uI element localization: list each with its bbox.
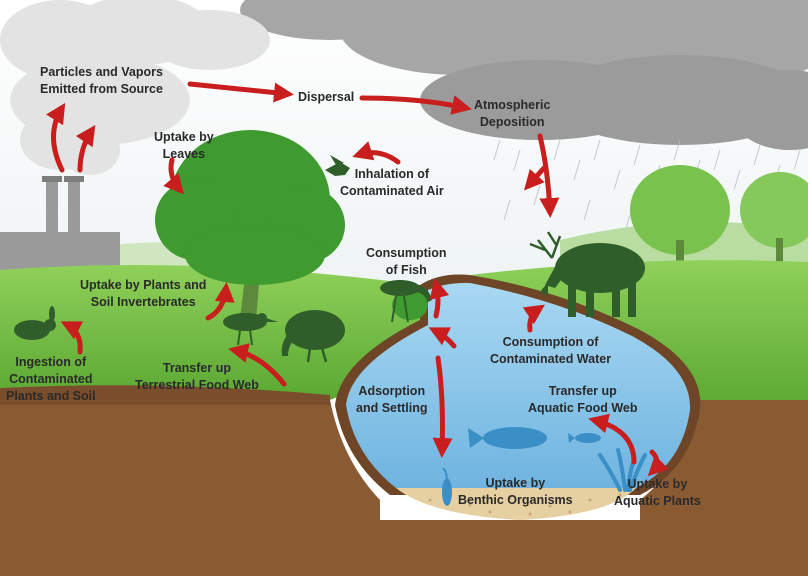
arrow-fish (436, 284, 438, 316)
label-uptake-plants-soil: Uptake by Plants and Soil Invertebrates (80, 277, 206, 311)
label-inhalation: Inhalation of Contaminated Air (340, 166, 444, 200)
label-transfer-terrestrial: Transfer up Terrestrial Food Web (135, 360, 259, 394)
label-adsorption: Adsorption and Settling (356, 383, 428, 417)
label-atmospheric: Atmospheric Deposition (474, 97, 550, 131)
label-dispersal: Dispersal (298, 89, 354, 106)
label-uptake-benthic: Uptake by Benthic Organisms (458, 475, 573, 509)
soil-bottom (0, 520, 808, 576)
label-consumption-fish: Consumption of Fish (366, 245, 447, 279)
label-consumption-water: Consumption of Contaminated Water (490, 334, 611, 368)
label-particles: Particles and Vapors Emitted from Source (40, 64, 163, 98)
label-ingestion: Ingestion of Contaminated Plants and Soi… (6, 354, 96, 405)
label-uptake-leaves: Uptake by Leaves (154, 129, 214, 163)
label-uptake-aquatic-plants: Uptake by Aquatic Plants (614, 476, 701, 510)
label-transfer-aquatic: Transfer up Aquatic Food Web (528, 383, 638, 417)
